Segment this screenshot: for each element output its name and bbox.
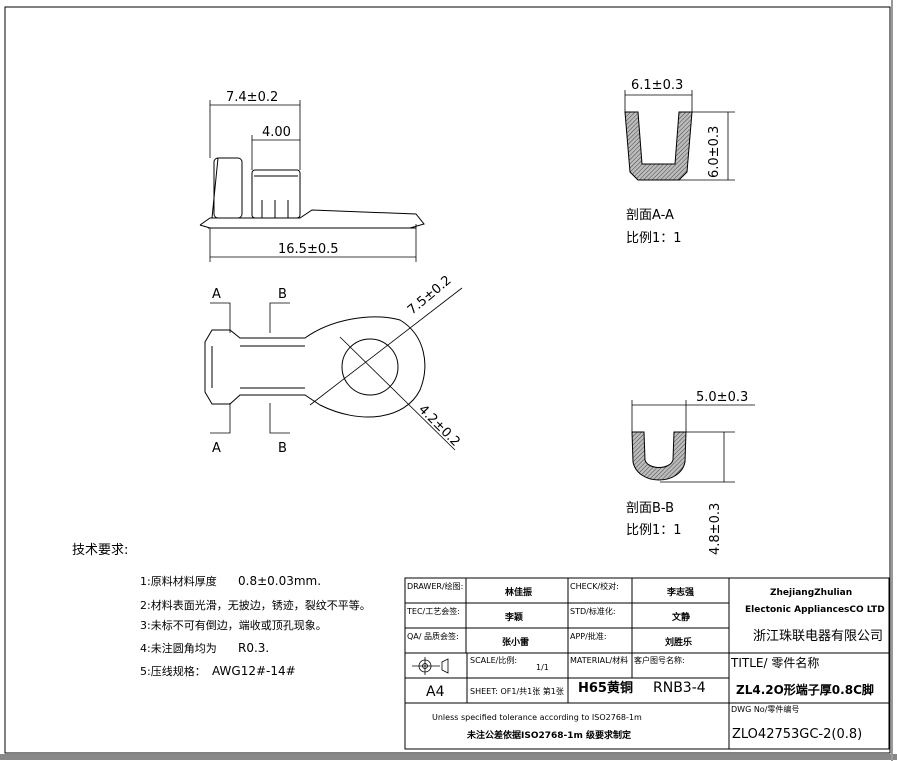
dwg-value: ZLO42753GC-2(0.8) [732,727,862,742]
note-item-5-label: 5:压线规格： [140,664,206,678]
section-mark-b-top: B [278,287,287,302]
section-a-dims [624,90,735,181]
scale-value: 1/1 [536,663,549,672]
section-a-profile [624,111,693,181]
top-view [204,316,426,418]
qa-label: QA/ 品质会签: [407,631,459,641]
section-b-dims [631,400,755,483]
tolerance-cn: 未注公差依据ISO2768-1m 级要求制定 [466,729,632,741]
note-item-4-label: 4:未注圆角均为 [140,641,217,655]
check-value: 李志强 [666,586,694,598]
company-cn: 浙江珠联电器有限公司 [753,629,883,644]
dim-sec-b-width: 5.0±0.3 [696,390,748,405]
notes-heading: 技术要求: [72,543,128,558]
paper-size: A4 [426,684,445,700]
note-item-2-label: 2:材料表面光滑，无披边，锈迹，裂纹不平等。 [140,598,371,612]
scale-label: SCALE/比例: [470,655,517,665]
section-mark-a-top: A [212,287,221,302]
drawing-frame [4,6,891,754]
note-item-5-value: AWG12#-14# [212,664,296,678]
projection-symbol-icon [412,657,449,675]
section-b-profile [631,431,687,481]
app-value: 刘胜乐 [665,636,692,648]
qa-value: 张小雷 [502,636,529,648]
customer-label: 客户图号名称: [634,655,685,665]
dim-hole-inner: 4.2±0.2 [415,402,463,450]
company-en-line2: Electonic AppliancesCO LTD [745,605,885,615]
note-item-4-value: R0.3. [238,641,269,655]
check-label: CHECK/校对: [570,581,619,591]
section-b-scale: 比例1：1 [626,523,682,538]
dim-top-width: 7.4±0.2 [226,90,278,105]
dim-sec-a-height: 6.0±0.3 [707,126,722,178]
section-mark-a-bottom: A [212,441,221,456]
company-en-line1: ZhejiangZhulian [770,588,852,598]
section-b-title: 剖面B-B [626,501,674,516]
dim-sec-b-height: 4.8±0.3 [708,503,723,555]
material-value: H65黄铜 [578,680,633,696]
side-view [199,157,425,229]
dim-sec-a-width: 6.1±0.3 [631,78,683,93]
dim-top-inner: 4.00 [262,125,291,140]
section-mark-b-bottom: B [278,441,287,456]
section-a-title: 剖面A-A [626,208,674,223]
drawer-value: 林佳振 [505,586,533,598]
notes-list: 1:原料材料厚度 0.8±0.03mm. 2:材料表面光滑，无披边，锈迹，裂纹不… [140,574,371,678]
note-item-1-label: 1:原料材料厚度 [140,574,217,588]
tec-value: 李颖 [504,611,523,623]
dwg-label: DWG No/零件编号 [731,704,799,714]
material-label: MATERIAL/材料 [570,655,628,665]
std-label: STD/标准化: [570,606,616,616]
dim-top-length: 16.5±0.5 [278,242,339,257]
top-view-dims [309,287,463,451]
section-markers [210,302,290,434]
title-block-grid [404,577,890,750]
std-value: 文静 [671,611,690,623]
sheet-label: SHEET: OF1/共1张 第1张 [470,686,564,696]
note-item-1-value: 0.8±0.03mm. [238,574,321,588]
section-a-scale: 比例1：1 [626,231,682,246]
customer-value: RNB3-4 [653,680,706,696]
dim-hole-outer: 7.5±0.2 [405,273,455,318]
drawer-label: DRAWER/绘图: [407,581,463,591]
title-label: TITLE/ 零件名称 [730,655,819,670]
tec-label: TEC/工艺会签: [406,606,460,616]
note-item-3-label: 3:未标不可有倒边，端收或顶孔现象。 [140,618,327,632]
app-label: APP/批准: [570,631,607,641]
title-value: ZL4.2O形端子厚0.8C脚 [736,682,874,697]
side-view-dims [209,100,417,262]
tolerance-en: Unless specified tolerance according to … [432,713,642,722]
